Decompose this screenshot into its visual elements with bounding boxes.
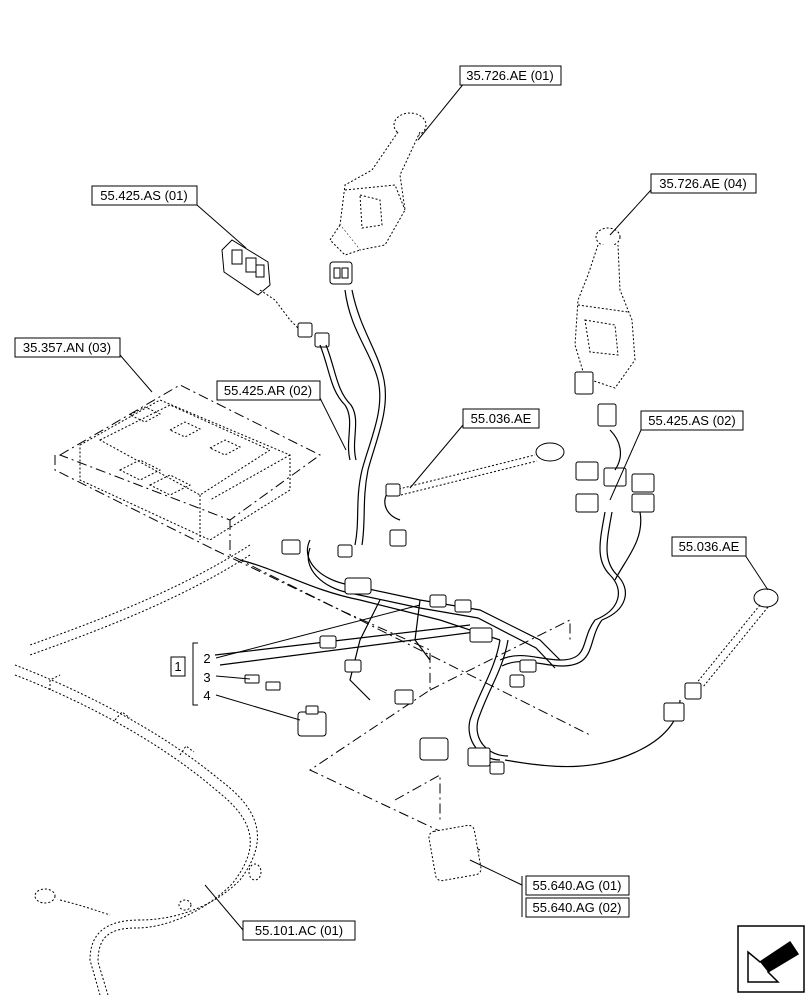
bracket-parts — [244, 674, 327, 737]
callout-joystick-left[interactable]: 35.726.AE (01) — [459, 65, 562, 86]
lower-harness — [14, 544, 262, 996]
svg-text:35.726.AE (04): 35.726.AE (04) — [659, 176, 746, 191]
sensor-mid — [385, 442, 565, 497]
svg-text:55.425.AR (02): 55.425.AR (02) — [224, 383, 312, 398]
leader-lines — [119, 81, 769, 931]
callout-harness-main[interactable]: 55.101.AC (01) — [242, 920, 356, 941]
kit-number: 1 — [174, 659, 181, 674]
switch-left — [221, 239, 330, 348]
callout-harness-ar[interactable]: 55.425.AR (02) — [216, 380, 321, 401]
kit-bracket: 1 2 3 4 — [170, 651, 211, 703]
sensor-right — [663, 588, 779, 722]
joystick-left — [329, 112, 427, 285]
assembly-lines — [54, 384, 591, 851]
callout-module[interactable]: 35.357.AN (03) — [14, 337, 121, 358]
callout-sensor-right[interactable]: 55.036.AE — [671, 536, 747, 557]
item-number-3: 3 — [203, 670, 210, 685]
joystick-right — [574, 227, 636, 427]
bottom-module — [428, 824, 482, 882]
svg-text:55.101.AC (01): 55.101.AC (01) — [255, 923, 343, 938]
main-harness — [214, 489, 681, 775]
callout-joystick-right[interactable]: 35.726.AE (04) — [650, 173, 757, 194]
svg-text:55.425.AS (01): 55.425.AS (01) — [100, 188, 187, 203]
callout-module-bottom-a[interactable]: 55.640.AG (01) — [525, 875, 630, 896]
callout-switch-left[interactable]: 55.425.AS (01) — [91, 185, 198, 206]
svg-text:55.640.AG (02): 55.640.AG (02) — [533, 900, 622, 915]
control-module — [79, 399, 291, 541]
svg-text:35.726.AE (01): 35.726.AE (01) — [466, 68, 553, 83]
svg-text:55.036.AE: 55.036.AE — [679, 539, 740, 554]
callout-switch-right[interactable]: 55.425.AS (02) — [640, 410, 744, 431]
switch-right-connectors — [575, 461, 655, 513]
item-number-2: 2 — [203, 651, 210, 666]
svg-text:35.357.AN (03): 35.357.AN (03) — [23, 340, 111, 355]
svg-text:55.425.AS (02): 55.425.AS (02) — [648, 413, 735, 428]
callout-module-bottom-b[interactable]: 55.640.AG (02) — [525, 897, 630, 918]
callout-sensor-mid[interactable]: 55.036.AE — [462, 408, 540, 429]
svg-text:55.640.AG (01): 55.640.AG (01) — [533, 878, 622, 893]
direction-arrow-icon — [737, 925, 805, 993]
item-number-4: 4 — [203, 688, 210, 703]
svg-text:55.036.AE: 55.036.AE — [471, 411, 532, 426]
